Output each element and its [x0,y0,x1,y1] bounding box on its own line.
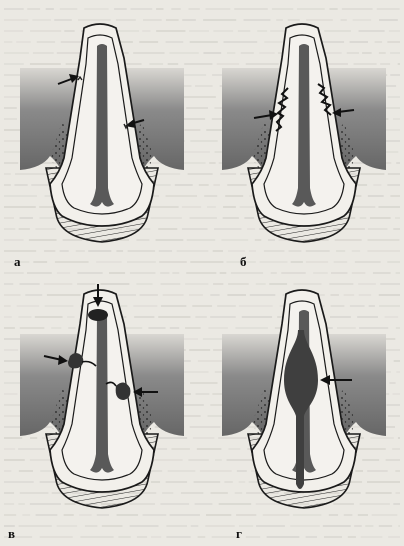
tooth-diagram-b [221,23,387,243]
panel-label-a: а [14,254,21,269]
widened-pulp [284,330,318,489]
lesion-left [68,353,84,369]
panel-label-b: б [240,254,247,269]
panel-label-v: в [8,526,16,541]
tooth-diagram-a [19,23,185,243]
lesion-right [115,382,131,400]
arrow-icon [133,387,158,397]
panel-b: б [214,18,394,269]
tooth-diagram-g [221,289,387,509]
panel-label-g: г [236,526,242,541]
lesion-apex [88,309,108,321]
arrow-icon [332,108,355,117]
panel-v: в [8,284,192,541]
arrow-icon [253,110,278,120]
panel-a: а [12,18,192,269]
tooth-diagram-v [19,284,185,509]
arrow-icon [320,375,352,385]
panel-g: г [214,284,394,541]
arrow-icon [93,284,103,307]
arrow-icon [57,74,79,85]
arrow-icon [43,355,68,365]
